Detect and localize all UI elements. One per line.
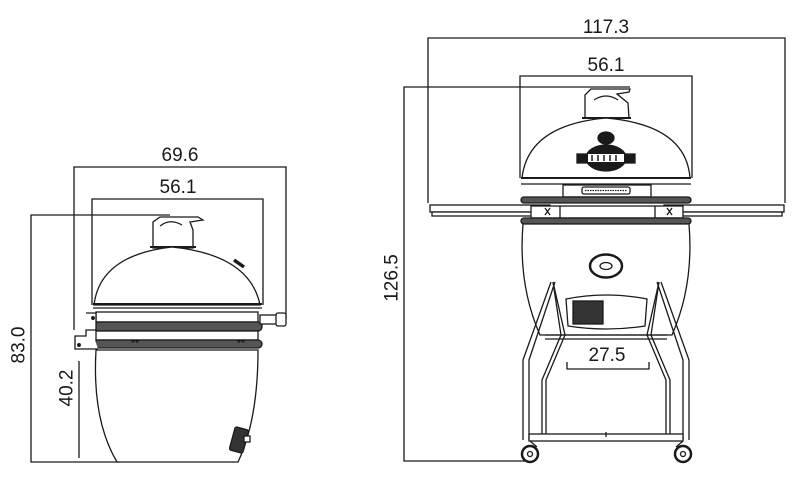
dim-line-right-dome-width [519,75,693,178]
dim-line-left-overall-width [73,166,287,330]
left-grill-view [30,166,287,463]
left-base [94,349,259,463]
left-dome [93,246,262,309]
left-overall-height-label: 83.0 [8,326,30,364]
dim-line-left-dome-width [91,198,264,305]
right-dome-width-label: 56.1 [587,55,625,76]
right-caster-wheel-icon [673,440,693,464]
dim-line-left-overall-height [30,214,170,463]
left-base-height-label: 40.2 [56,369,78,407]
dim-line-right-cart-width [566,362,650,370]
right-cart-stand [520,281,693,464]
right-overall-width-label: 117.3 [582,17,630,38]
right-base [521,223,691,336]
right-grill-view [403,37,786,464]
right-overall-height-label: 126.5 [381,254,403,302]
dim-line-right-overall-width [427,37,786,203]
right-dome [521,117,691,198]
left-overall-width-label: 69.6 [161,145,199,166]
right-side-shelves [429,196,785,225]
dim-line-right-overall-height [403,86,630,462]
left-top-vent [150,216,205,249]
left-band-hinge [74,311,287,350]
brand-logo-icon [576,131,636,172]
left-caster-wheel-icon [520,440,540,464]
left-dome-width-label: 56.1 [159,177,197,198]
right-top-vent [582,88,631,119]
right-cart-width-label: 27.5 [588,345,626,366]
